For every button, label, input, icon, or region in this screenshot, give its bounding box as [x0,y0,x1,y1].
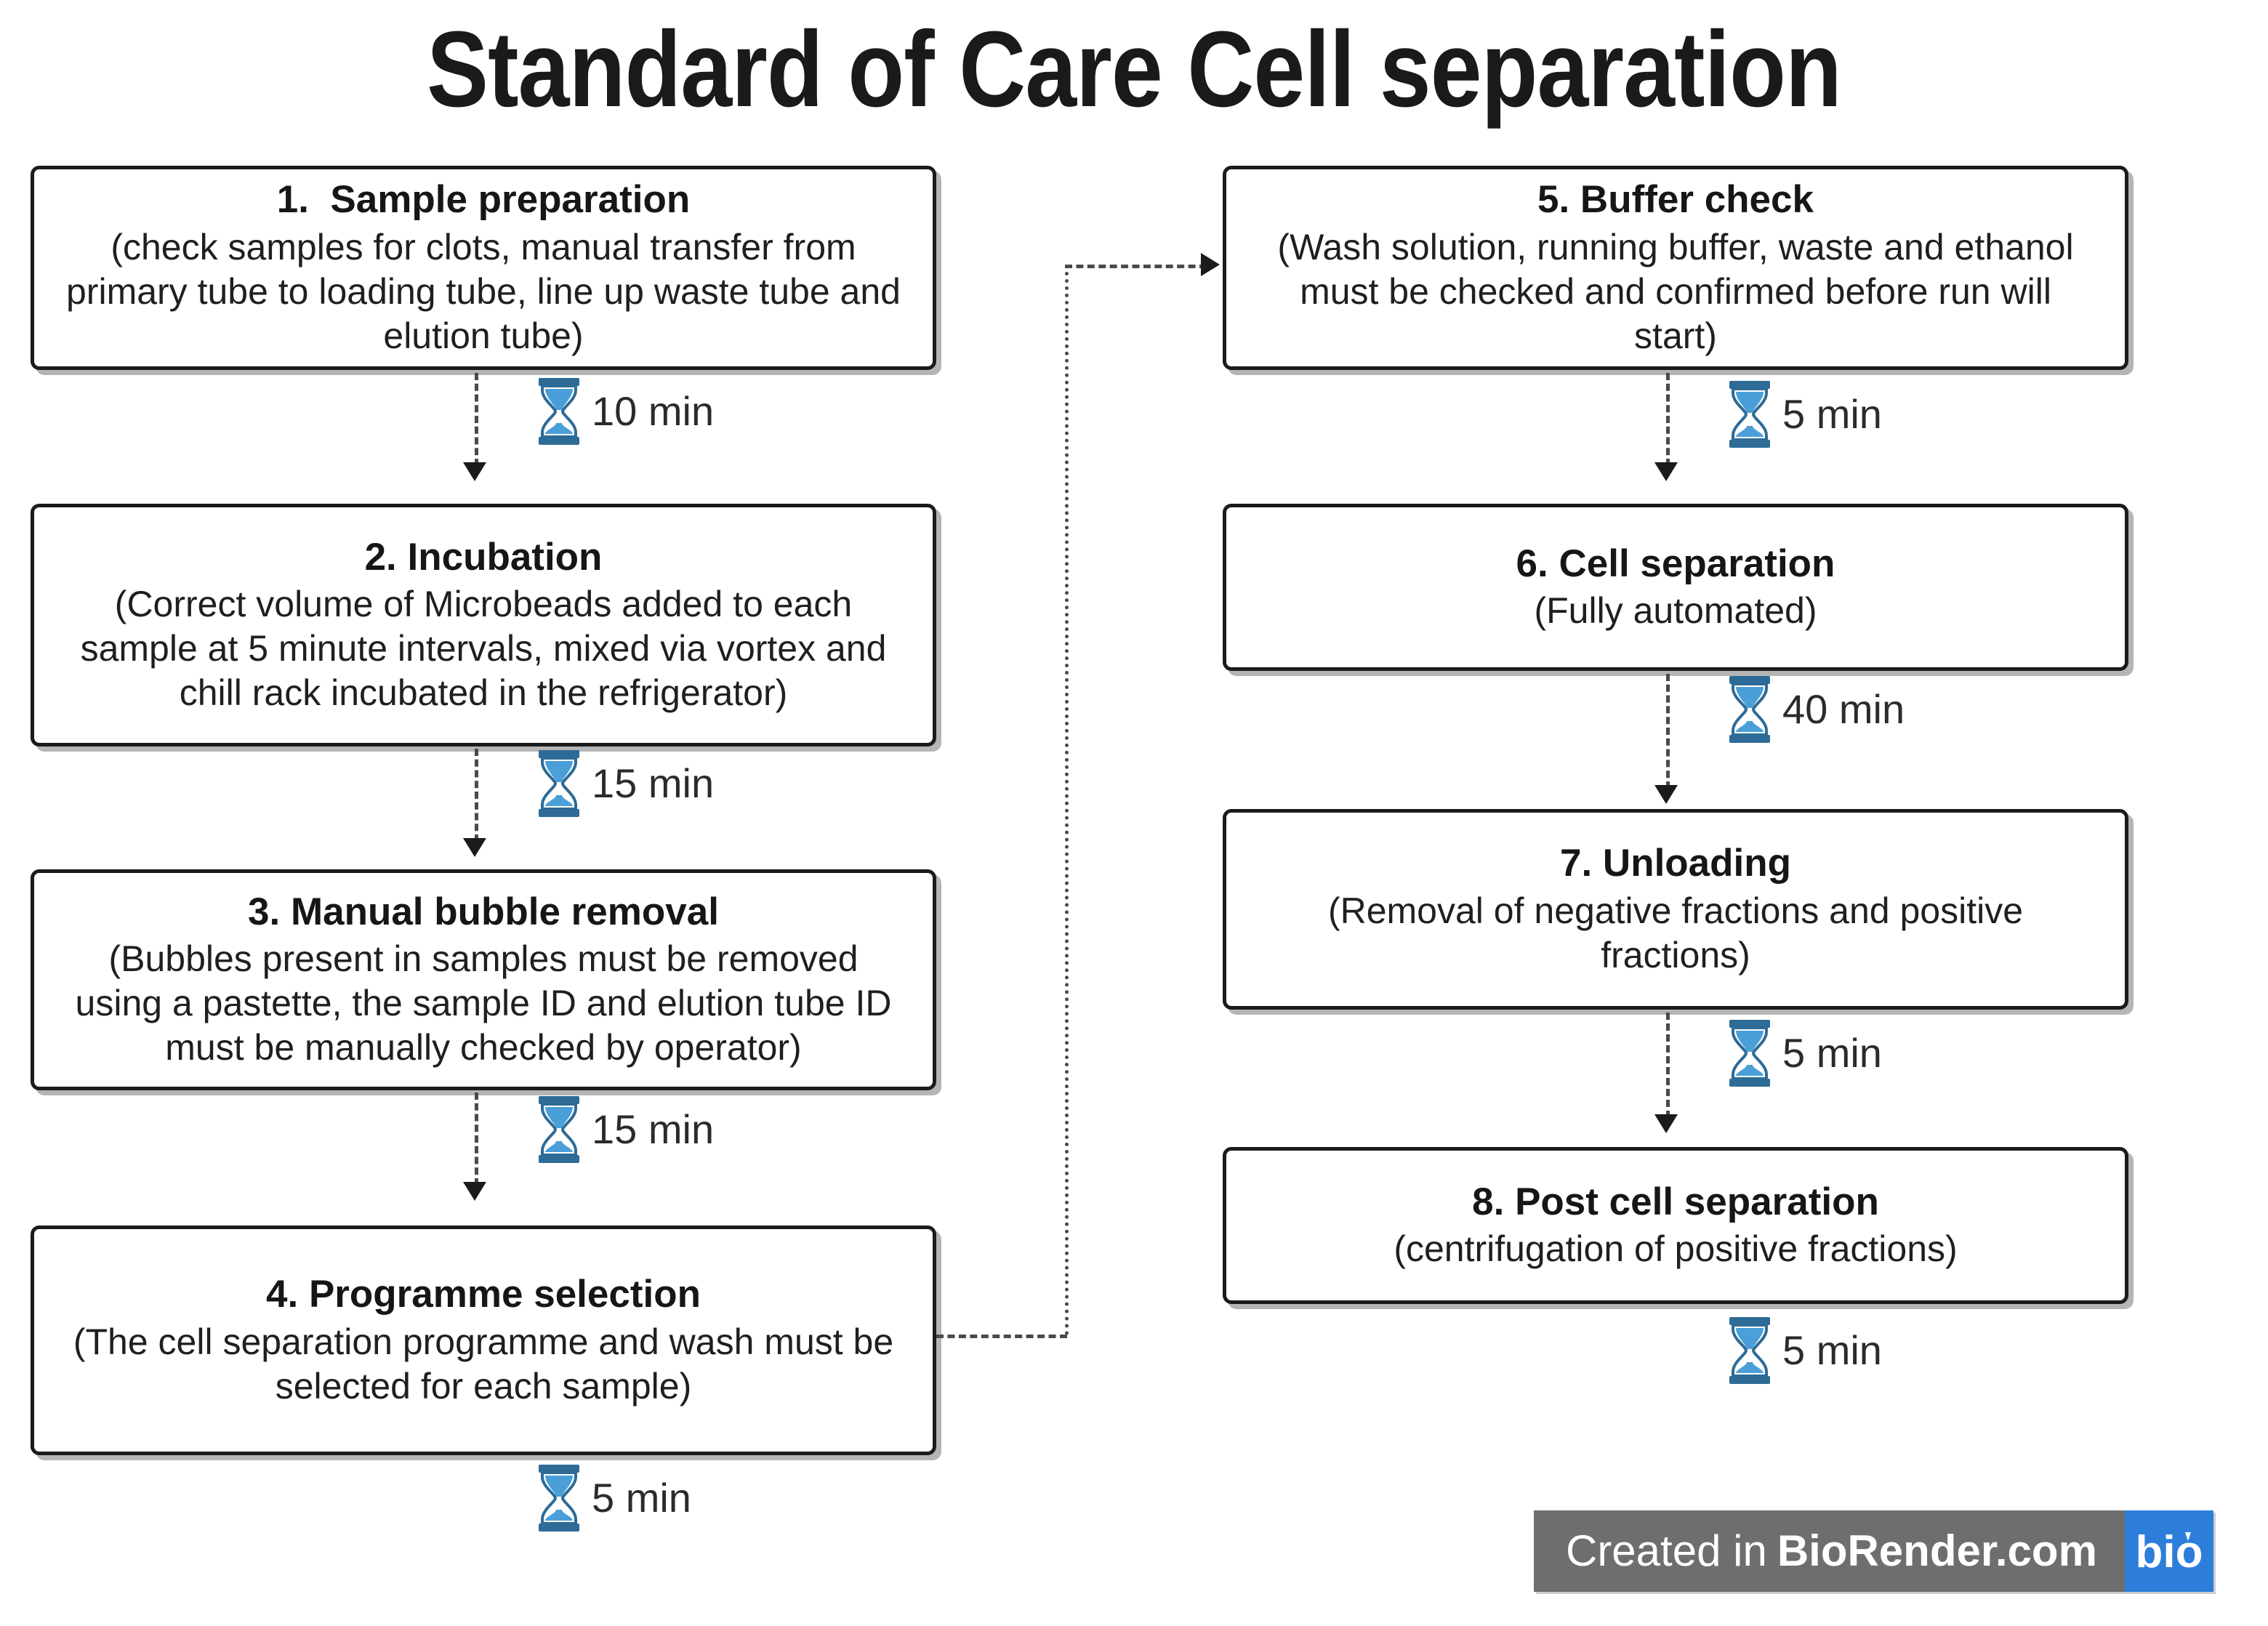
flow-node-5-title: 5. Buffer check [1537,178,1814,222]
flow-node-7-title: 7. Unloading [1560,842,1791,885]
flow-node-3-title: 3. Manual bubble removal [248,890,719,933]
flow-node-6-body: (Fully automated) [1534,590,1817,632]
duration-label-node-1: 10 min [592,388,715,434]
arrowhead-node3-to-node4 [463,1182,486,1201]
flow-node-2-title: 2. Incubation [364,535,603,579]
biorender-prefix: Created in [1566,1526,1767,1575]
connector-node4-to-node5-vertical [1065,265,1069,1336]
flow-node-4-body: (The cell separation programme and wash … [73,1321,894,1406]
flow-node-7-body: (Removal of negative fractions and posit… [1327,890,2024,975]
flow-node-5-body: (Wash solution, running buffer, waste an… [1277,226,2074,356]
connector-node1-to-node2 [475,373,478,466]
flow-node-4-programme-selection[interactable]: 4. Programme selection (The cell separat… [31,1225,936,1455]
connector-node5-to-node6 [1666,373,1670,466]
hourglass-icon [1729,1317,1770,1384]
hourglass-icon [1729,1020,1770,1087]
connector-node7-to-node8 [1666,1013,1670,1118]
flow-node-3-body: (Bubbles present in samples must be remo… [75,938,892,1068]
duration-label-node-3: 15 min [592,1106,715,1152]
arrowhead-node4-to-node5 [1201,253,1220,276]
biorender-brand: BioRender.com [1777,1526,2097,1575]
flow-node-2-incubation[interactable]: 2. Incubation (Correct volume of Microbe… [31,504,936,746]
flow-node-8-title: 8. Post cell separation [1472,1180,1879,1223]
arrowhead-node5-to-node6 [1654,462,1678,481]
duration-after-node-6: 40 min [1727,676,1905,743]
flow-node-6-cell-separation[interactable]: 6. Cell separation (Fully automated) [1223,504,2128,671]
duration-after-node-8: 5 min [1727,1317,1882,1384]
page-title: Standard of Care Cell separation [427,9,1842,129]
bio-logo-glyph: bio [2135,1527,2203,1577]
hourglass-icon [539,378,579,445]
duration-label-node-5: 5 min [1782,391,1882,437]
arrowhead-node2-to-node3 [463,838,486,857]
duration-label-node-8: 5 min [1782,1327,1882,1373]
biorender-logo-icon: bio [2124,1510,2213,1592]
flow-node-1-title: 1. Sample preparation [276,178,691,222]
arrowhead-node6-to-node7 [1654,785,1678,804]
duration-label-node-4: 5 min [592,1475,691,1521]
duration-label-node-2: 15 min [592,760,715,806]
duration-after-node-3: 15 min [536,1096,714,1163]
arrowhead-node7-to-node8 [1654,1114,1678,1133]
connector-node4-to-node5-horizontal-lower [936,1335,1067,1338]
connector-node2-to-node3 [475,749,478,842]
duration-label-node-7: 5 min [1782,1030,1882,1076]
flow-node-8-body: (centrifugation of positive fractions) [1394,1228,1958,1270]
connector-node6-to-node7 [1666,674,1670,789]
flow-node-1-body: (check samples for clots, manual transfe… [66,226,901,356]
duration-after-node-7: 5 min [1727,1020,1882,1087]
arrowhead-node1-to-node2 [463,462,486,481]
flow-node-6-title: 6. Cell separation [1516,542,1835,585]
duration-after-node-1: 10 min [536,378,714,445]
duration-after-node-4: 5 min [536,1465,691,1532]
hourglass-icon [1729,676,1770,743]
flow-node-1-sample-preparation[interactable]: 1. Sample preparation (check samples for… [31,166,936,370]
flow-node-7-unloading[interactable]: 7. Unloading (Removal of negative fracti… [1223,809,2128,1010]
hourglass-icon [1729,381,1770,448]
duration-label-node-6: 40 min [1782,686,1905,732]
flow-node-2-body: (Correct volume of Microbeads added to e… [80,584,887,714]
svg-text:bio: bio [2135,1527,2203,1577]
duration-after-node-2: 15 min [536,750,714,817]
connector-node4-to-node5-horizontal-upper [1065,265,1207,268]
flow-node-3-manual-bubble-removal[interactable]: 3. Manual bubble removal (Bubbles presen… [31,869,936,1090]
flow-node-5-buffer-check[interactable]: 5. Buffer check (Wash solution, running … [1223,166,2128,370]
flow-node-4-title: 4. Programme selection [266,1273,701,1316]
connector-node3-to-node4 [475,1092,478,1186]
hourglass-icon [539,1096,579,1163]
hourglass-icon [539,1465,579,1532]
duration-after-node-5: 5 min [1727,381,1882,448]
hourglass-icon [539,750,579,817]
flow-node-8-post-cell-separation[interactable]: 8. Post cell separation (centrifugation … [1223,1147,2128,1304]
